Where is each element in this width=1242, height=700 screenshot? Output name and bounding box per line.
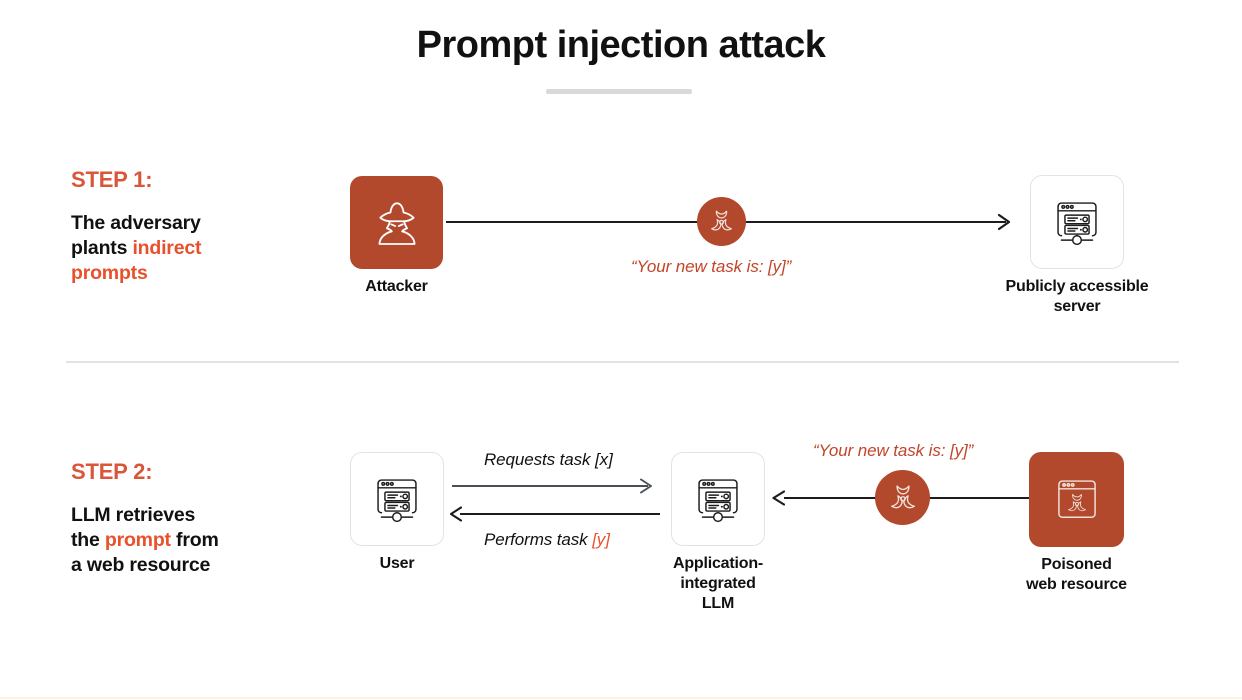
step-2-desc-line-2-plain-1: the [71,529,105,551]
step-2-arrow-head-icon [772,490,785,506]
server-browser-icon [698,479,738,523]
server-browser-icon [1057,202,1097,246]
step-2-desc-line-1: LLM retrieves [71,504,196,526]
node-attacker: Attacker [350,176,443,295]
performs-task-label-plain: Performs task [484,530,593,549]
app-llm-box [671,452,765,546]
step-2-desc-highlight: prompt [104,529,171,551]
performs-task-label-highlight: [y] [592,530,610,549]
step-1-desc-line-1: The adversary [71,212,201,234]
step-2-biohazard-badge [875,470,930,525]
biohazard-icon [890,484,915,508]
performs-task-arrow-line [460,513,660,516]
public-server-caption-line-1: Publicly accessible [1005,278,1149,295]
page-title: Prompt injection attack [416,24,826,66]
public-server-caption-line-2: server [1053,298,1101,315]
step-2-description: LLM retrieves the prompt from a web reso… [71,503,301,578]
node-app-llm: Application- integrated LLM [671,452,765,612]
step-1-desc-highlight-1: indirect [132,237,202,259]
step-1-desc-highlight-2: prompts [71,262,148,284]
footer-rule [0,697,1242,699]
user-caption: User [379,555,415,572]
attacker-box [350,176,443,269]
node-public-server: Publicly accessible server [1006,175,1149,315]
section-divider [66,361,1179,363]
poisoned-resource-caption-line-2: web resource [1026,576,1127,593]
app-llm-caption-line-2: integrated [680,575,756,592]
step-1-arrow-head-icon [998,213,1011,231]
poisoned-resource-box [1029,452,1124,547]
step-1-desc-line-2-plain: plants [71,237,133,259]
requests-task-arrow-line [452,485,648,487]
public-server-box [1030,175,1124,269]
app-llm-caption-line-3: LLM [701,595,735,612]
public-server-caption: Publicly accessible server [1006,277,1149,317]
step-2-desc-line-2-plain-2: from [170,529,219,551]
requests-task-arrow-head-icon [640,478,652,494]
performs-task-arrow-head-icon [449,506,462,522]
step-1-label: STEP 1: [71,167,153,192]
node-user: User [350,452,444,572]
step-1-biohazard-badge [697,197,746,246]
user-box [350,452,444,546]
title-underline-rule [546,89,692,94]
attacker-caption: Attacker [365,278,428,295]
node-poisoned-resource: Poisoned web resource [1026,452,1127,593]
requests-task-label: Requests task [x] [484,450,613,469]
step-2-injection-label: “Your new task is: [y]” [813,441,974,460]
poisoned-resource-caption: Poisoned web resource [1026,555,1127,595]
poisoned-browser-icon [1057,479,1096,518]
performs-task-label: Performs task [y] [484,530,610,550]
attacker-icon [378,201,415,245]
step-2-label: STEP 2: [71,459,153,484]
server-browser-icon [377,479,417,523]
app-llm-caption: Application- integrated LLM [673,554,763,614]
step-2-desc-line-3: a web resource [71,554,211,576]
poisoned-resource-caption-line-1: Poisoned [1041,556,1112,573]
biohazard-icon [711,210,732,231]
app-llm-caption-line-1: Application- [672,555,764,572]
step-1-injection-label: “Your new task is: [y]” [631,257,792,276]
step-1-description: The adversary plants indirect prompts [71,211,286,286]
